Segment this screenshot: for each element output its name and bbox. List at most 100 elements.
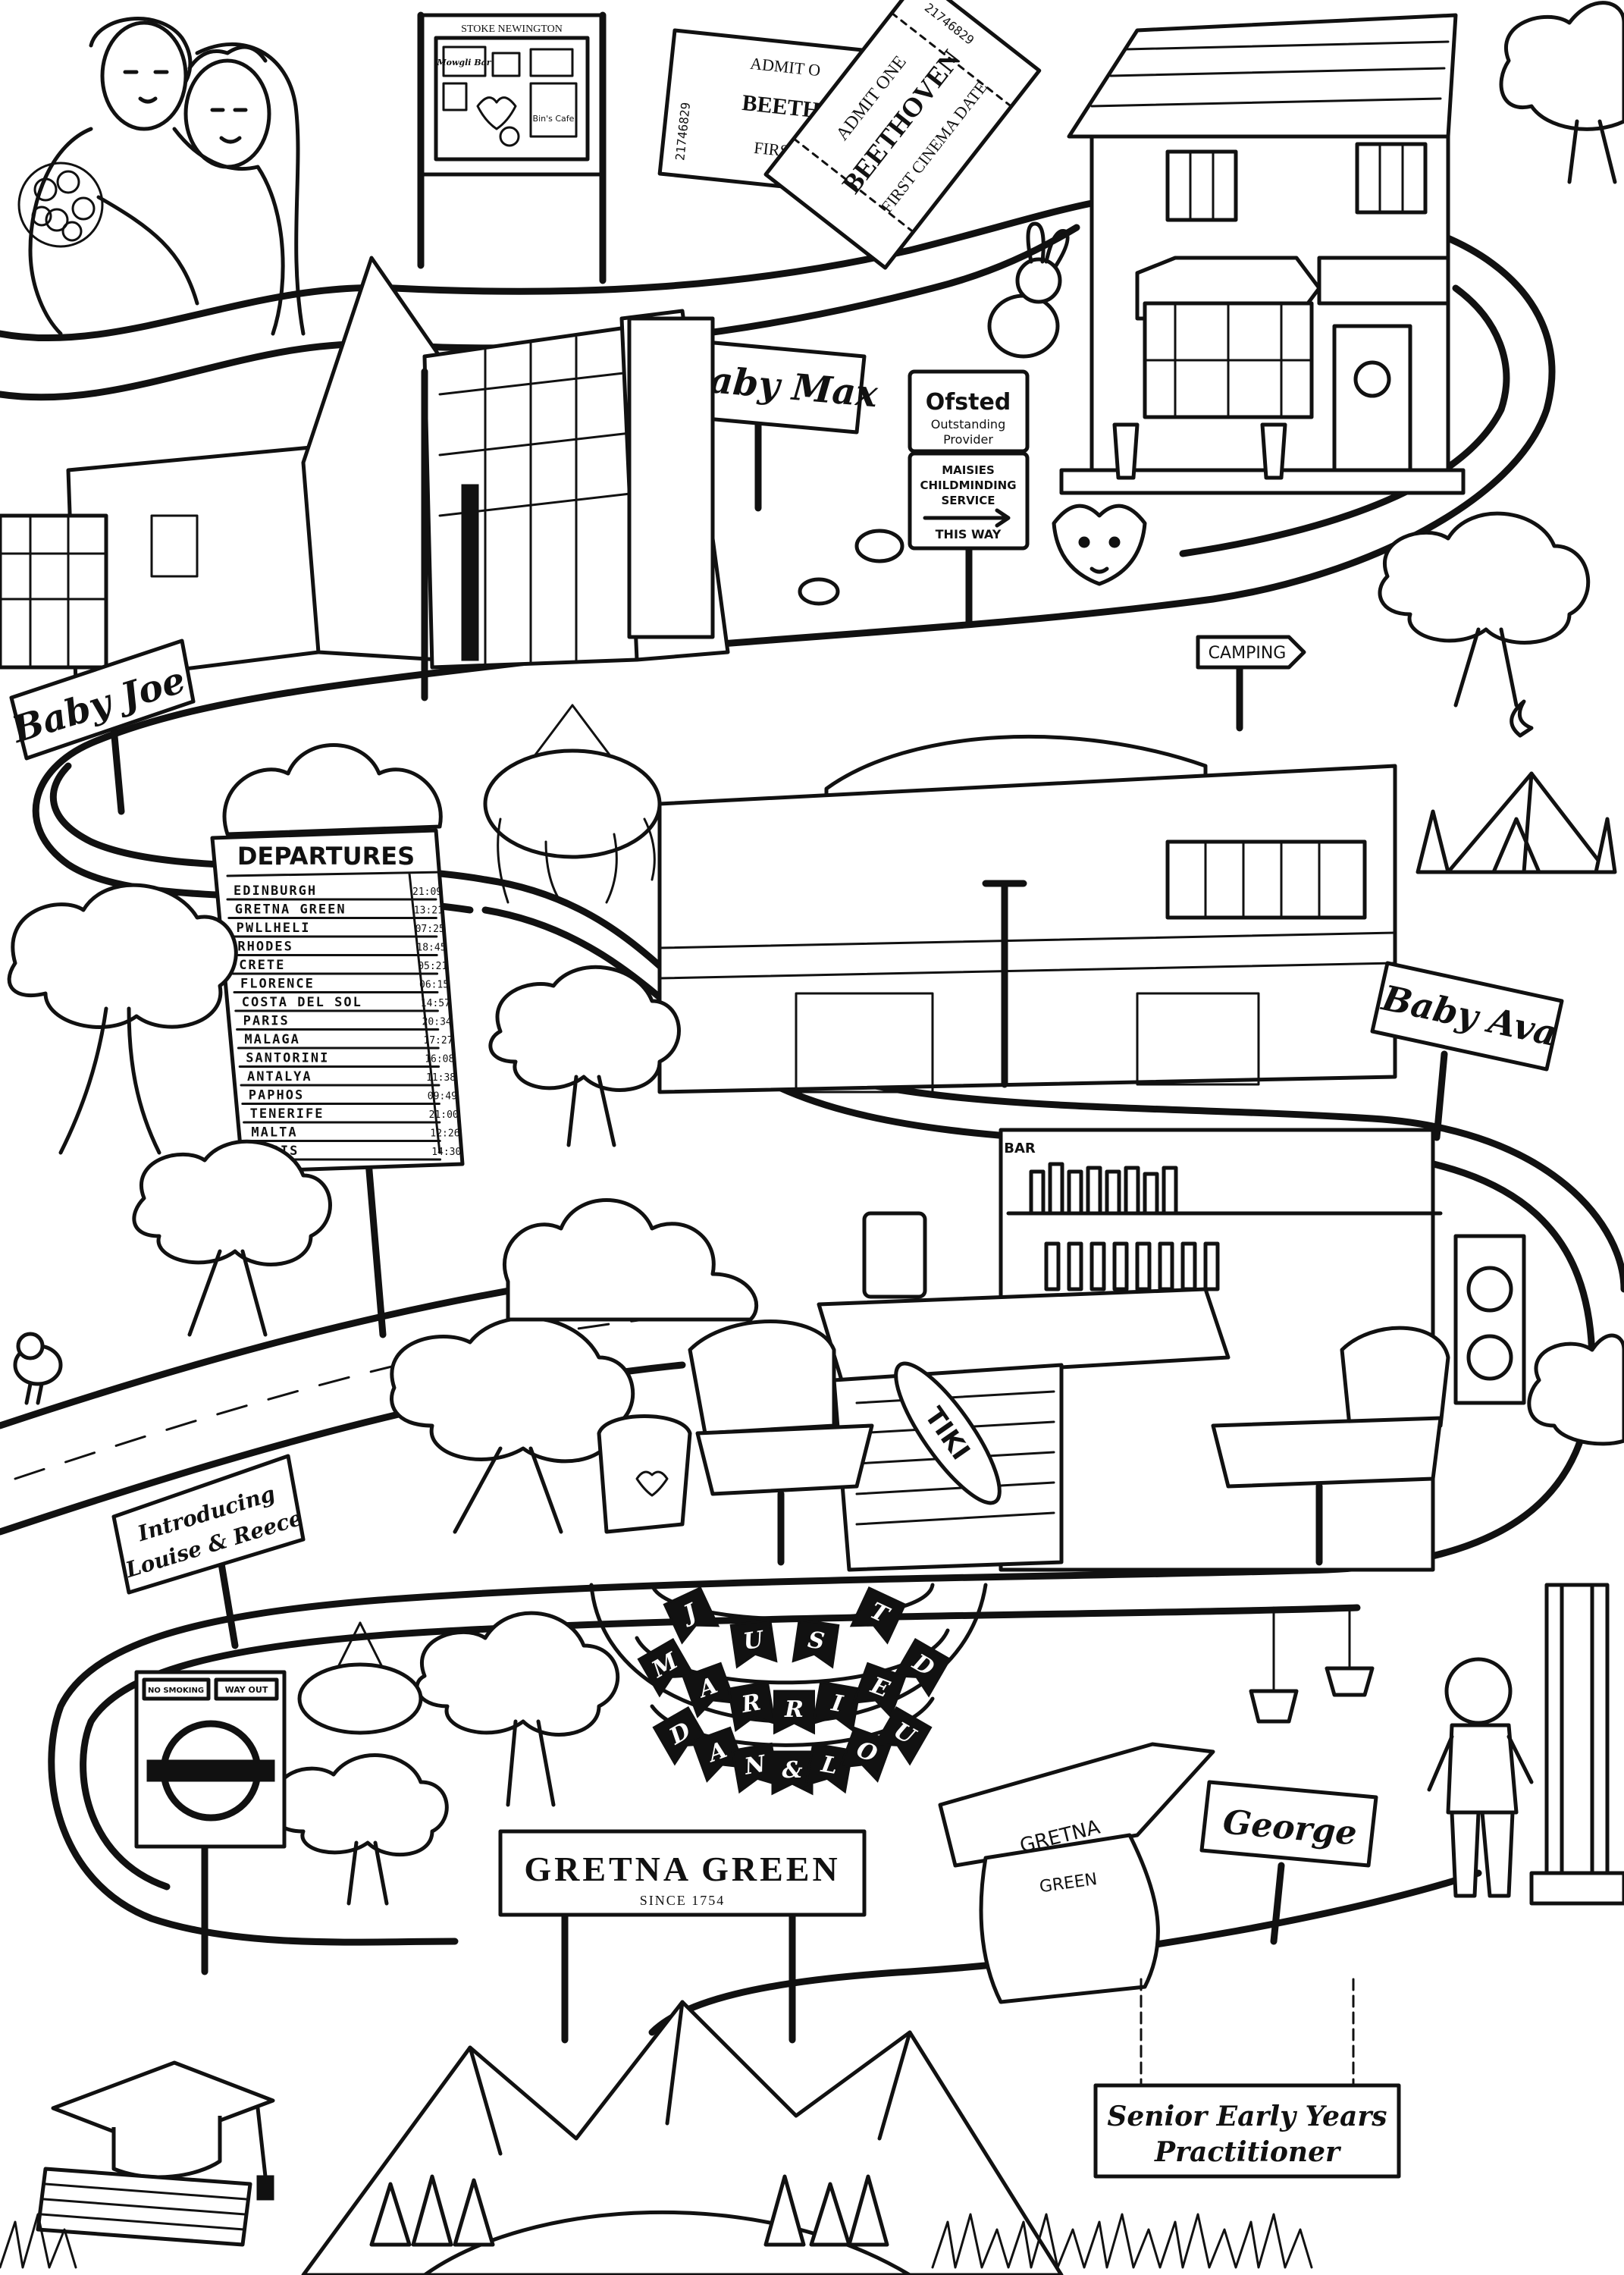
departure-time: 06:15 [419,980,449,991]
speaker-icon [1453,1234,1526,1405]
departure-time: 13:21 [414,905,444,917]
hamster-illustration [854,529,904,563]
bunting-flag: D [892,1637,952,1698]
camping-sign: CAMPING [1196,635,1306,732]
departure-row: RHODES 18:45 [230,940,447,956]
departure-city: SANTORINI [246,1051,329,1066]
tree-illustration [390,1316,635,1534]
departure-city: MALTA [251,1125,297,1141]
departure-time: 18:45 [416,943,446,954]
tiki-bar-interior: BAR TIKI [597,1128,1526,1572]
tree-illustration [415,1611,620,1807]
bunting-flag: M [637,1637,696,1698]
hanging-plant-illustration [1249,1606,1375,1724]
bunting-flag: A [691,1726,746,1783]
stoke-newington-noticeboard: STOKE NEWINGTON Mowgli Bar Bin's Cafe [417,11,607,284]
tassel-icon [256,2106,268,2179]
noticeboard-item: Bin's Cafe [533,114,575,124]
tree-illustration [7,883,238,1155]
bunting-flag: S [792,1618,840,1669]
modern-building-illustration [0,256,730,701]
departure-time: 12:26 [430,1128,459,1140]
no-smoking-label: NO SMOKING [148,1687,204,1695]
underground-station-sign: NO SMOKING WAY OUT [134,1670,287,1975]
ofsted-service3: SERVICE [941,494,995,507]
ofsted-line1: Outstanding [931,417,1005,431]
george-sign: George [1199,1780,1378,1945]
bunting-flag: U [873,1705,933,1766]
arrow-right-icon [923,508,1011,528]
departure-city: TENERIFE [250,1106,324,1122]
dog-illustration [1052,504,1147,586]
departure-time: 07:25 [415,924,445,935]
departure-city: EDINBURGH [234,883,317,899]
bar-stool-right [1211,1326,1450,1566]
way-out-label: WAY OUT [225,1685,268,1695]
departure-time: 21:00 [429,1109,459,1121]
bush-illustration [222,743,443,836]
bottle-shelf [1029,1162,1220,1291]
ofsted-service2: CHILDMINDING [920,479,1016,492]
bar-label: BAR [1004,1141,1036,1156]
house-illustration [1059,13,1466,495]
hanging-plant-illustration [297,1621,423,1735]
departure-time: 09:49 [428,1091,457,1103]
senior-line1: Senior Early Years [1107,2101,1387,2132]
gretna-green-sign: GRETNA GREEN SINCE 1754 [498,1829,867,2044]
ofsted-this-way: THIS WAY [936,527,1002,541]
departure-time: 17:27 [423,1035,453,1046]
rabbit-illustration [987,221,1070,359]
departure-city: RHODES [237,940,293,955]
departure-row: TENERIFE 21:00 [243,1106,459,1124]
departure-time: 20:34 [422,1017,452,1028]
hamster-illustration [798,577,840,606]
bunting-letter: S [806,1627,826,1655]
ofsted-logo: Ofsted [926,389,1011,416]
tree-illustration [1527,1333,1624,1446]
departure-row: GRETNA GREEN 13:21 [227,902,444,919]
departure-row: PARIS 20:34 [236,1014,452,1031]
gretna-anvil-illustration: GRETNA GREEN [938,1742,1215,2004]
tree-illustration [272,1753,449,1906]
gretna-green-title: GRETNA GREEN [524,1850,840,1888]
bar-stool-left [688,1320,874,1566]
departure-city: MALAGA [244,1032,299,1047]
bunting-flag: I [812,1680,861,1732]
column-pillar [1529,1583,1624,1906]
bunting-letter: & [782,1757,802,1784]
departure-city: ANTALYA [247,1069,312,1084]
bunting-flag: R [773,1690,815,1735]
senior-line2: Practitioner [1154,2136,1342,2168]
bunting-flag: & [771,1750,814,1796]
departure-city: PARIS [243,1014,290,1029]
stoke-newington-label: STOKE NEWINGTON [461,24,563,35]
hanging-plant-illustration [483,704,662,904]
departure-time: 11:38 [426,1072,456,1084]
bunting-letter: R [739,1689,763,1718]
robin-bird-illustration [13,1332,63,1405]
gretna-green-since: SINCE 1754 [640,1893,726,1908]
bunting-flag: R [727,1680,776,1732]
departure-city: GRETNA GREEN [235,902,346,918]
bunting-flag: T [849,1586,907,1645]
tree-illustration [132,1139,332,1337]
cinema-tickets: ADMIT O BEETH FIRST 21746829 ADMIT ONE B… [657,0,1042,270]
baby-ava-sign: Baby Ava [1370,961,1564,1141]
bush-illustration [502,1198,759,1322]
tent-illustration [1416,699,1617,874]
departure-city: PAPHOS [249,1088,304,1103]
heart-icon [635,1470,669,1497]
moon-icon [1510,699,1534,738]
wedding-couple-illustration [17,17,306,336]
pine-trees [369,2174,889,2247]
